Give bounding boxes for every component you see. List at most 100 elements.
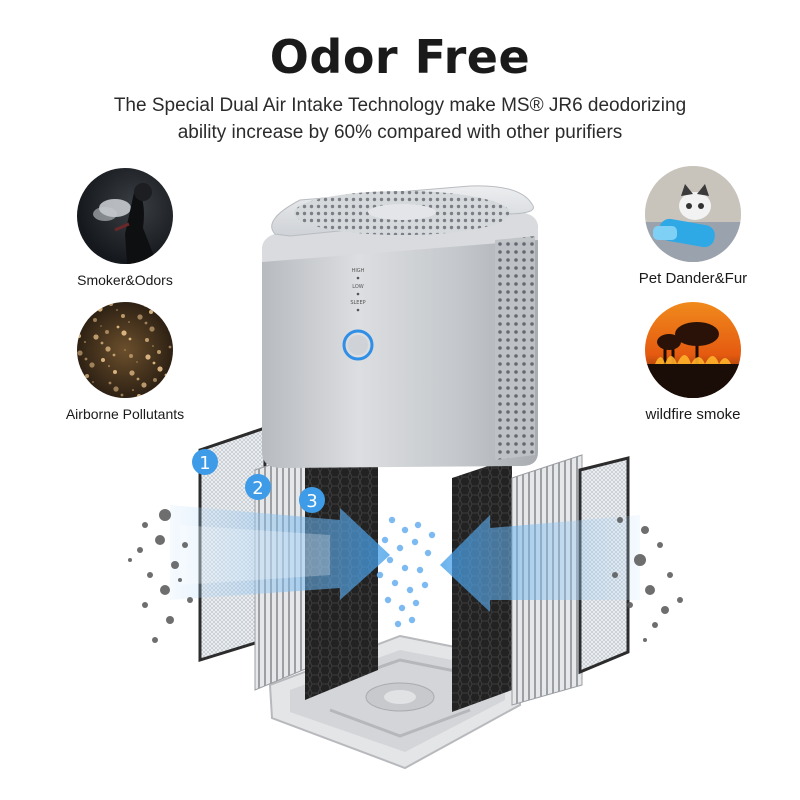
particle: [667, 572, 673, 578]
particle: [121, 314, 125, 318]
particle: [160, 585, 170, 595]
particle: [136, 377, 140, 381]
particle: [171, 561, 179, 569]
particle: [108, 381, 112, 385]
particle: [168, 345, 172, 349]
particle: [137, 547, 143, 553]
feature-label: wildfire smoke: [645, 406, 741, 423]
particle: [120, 393, 124, 397]
particle: [381, 536, 389, 544]
particle: [152, 637, 158, 643]
particle: [634, 554, 646, 566]
particle: [424, 549, 432, 557]
particle: [144, 305, 146, 307]
particle: [141, 382, 147, 388]
particle: [612, 572, 618, 578]
particle: [93, 318, 97, 322]
particle: [105, 346, 111, 352]
airflow-arrow-right: [440, 515, 640, 612]
particle: [396, 544, 404, 552]
particle: [401, 564, 409, 572]
particle: [152, 345, 154, 347]
particle: [386, 556, 394, 564]
particle: [406, 586, 414, 594]
particle: [182, 542, 188, 548]
particle: [116, 325, 120, 329]
particle: [89, 362, 95, 368]
mode-label-low: LOW: [352, 284, 364, 290]
particle: [77, 350, 83, 356]
particle: [416, 566, 424, 574]
particle: [128, 337, 132, 341]
particle: [155, 535, 165, 545]
particle: [421, 581, 429, 589]
pollutant-particles: [128, 509, 683, 643]
particle: [391, 579, 399, 587]
particle: [657, 542, 663, 548]
filter-badge-3: 3: [299, 487, 325, 513]
particle: [147, 572, 153, 578]
particle: [153, 378, 157, 382]
feature-label: Airborne Pollutants: [65, 406, 185, 422]
particle: [677, 597, 683, 603]
feature-pet-dander: Pet Dander&Fur: [608, 166, 778, 287]
particle: [145, 354, 151, 360]
particle: [105, 330, 109, 334]
particle: [108, 365, 110, 367]
particle: [128, 321, 130, 323]
clean-air-particles: [376, 516, 436, 628]
svg-text:2: 2: [252, 478, 263, 499]
particle: [617, 517, 623, 523]
particle: [101, 358, 105, 362]
power-button[interactable]: [342, 329, 374, 361]
particle: [92, 381, 94, 383]
particle: [661, 606, 669, 614]
particle: [388, 516, 396, 524]
particle: [142, 602, 148, 608]
purifier-body: [262, 185, 538, 469]
particle: [124, 349, 126, 351]
particle: [144, 321, 148, 325]
particle: [411, 538, 419, 546]
control-panel: HIGH LOW SLEEP: [350, 268, 366, 312]
particle: [159, 509, 171, 521]
particle: [641, 526, 649, 534]
svg-text:3: 3: [306, 491, 317, 512]
particle: [80, 369, 82, 371]
filter-badge-2: 2: [245, 474, 271, 500]
particle: [149, 326, 155, 332]
particle: [187, 597, 193, 603]
particle: [166, 616, 174, 624]
page-subtitle: The Special Dual Air Intake Technology m…: [40, 92, 760, 146]
particle: [85, 374, 89, 378]
filter-badge-1: 1: [192, 449, 218, 475]
particle: [121, 330, 127, 336]
particle: [412, 599, 420, 607]
particle: [401, 526, 409, 534]
mode-label-high: HIGH: [352, 268, 365, 274]
feature-label: Smoker&Odors: [77, 272, 173, 288]
particle: [137, 314, 143, 320]
particle: [149, 310, 153, 314]
particle: [157, 366, 163, 372]
particle: [408, 616, 416, 624]
particle: [627, 602, 633, 608]
particle: [93, 334, 99, 340]
particle: [129, 370, 135, 376]
particle: [84, 357, 88, 361]
subtitle-line-2: ability increase by 60% compared with ot…: [177, 122, 623, 143]
particle: [116, 309, 118, 311]
page-title: Odor Free: [269, 30, 531, 84]
particle: [84, 341, 86, 343]
dust-particles-icon: [77, 302, 173, 398]
particle: [428, 531, 436, 539]
particle: [643, 638, 647, 642]
feature-smoker-odors: Smoker&Odors: [40, 168, 210, 288]
particle: [145, 338, 149, 342]
airflow-arrow-left: [170, 505, 390, 600]
particle: [414, 521, 422, 529]
particle: [100, 325, 102, 327]
subtitle-line-1: The Special Dual Air Intake Technology m…: [113, 95, 687, 116]
particle: [132, 389, 134, 391]
